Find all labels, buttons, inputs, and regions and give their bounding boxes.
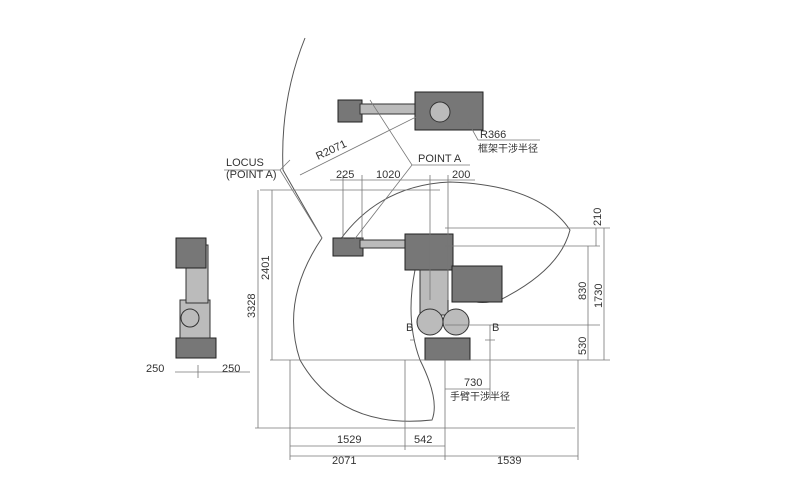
robot-top-view	[337, 91, 484, 131]
locus-label: LOCUS	[226, 157, 264, 169]
dim-225: 225	[336, 169, 354, 181]
point-a-label: POINT A	[418, 153, 462, 165]
arm-radius-label: 手臂干涉半径	[450, 390, 510, 403]
dim-base-lines	[255, 189, 610, 429]
dim-250-left: 250	[146, 363, 164, 375]
dim-top-line	[330, 175, 475, 300]
locus-point-a-label: (POINT A)	[226, 169, 277, 181]
dim-210: 210	[592, 208, 604, 226]
dim-2401: 2401	[260, 256, 272, 280]
dim-730: 730	[464, 377, 482, 389]
dim-bottom-lines	[175, 365, 578, 457]
dim-542: 542	[414, 434, 432, 446]
r366-leader	[467, 121, 540, 141]
dim-1730: 1730	[593, 284, 605, 308]
dim-1529: 1529	[337, 434, 361, 446]
dim-1020: 1020	[376, 169, 400, 181]
dim-3328: 3328	[246, 294, 258, 318]
robot-side-view	[175, 237, 217, 359]
dim-530: 530	[577, 337, 589, 355]
dim-verticals	[257, 190, 605, 460]
frame-radius-label: 框架干涉半径	[478, 142, 538, 155]
dim-200: 200	[452, 169, 470, 181]
r366-label: R366	[480, 129, 506, 141]
point-a-leader	[349, 99, 470, 246]
locus-leader	[224, 159, 323, 239]
dim-830: 830	[577, 282, 589, 300]
dim-250-right: 250	[222, 363, 240, 375]
dim-1539: 1539	[497, 455, 521, 467]
dim-2071: 2071	[332, 455, 356, 467]
r2071-leader	[299, 114, 421, 176]
section-b-left: B	[406, 322, 413, 334]
locus-arc-top	[282, 37, 323, 239]
robot-main-view	[332, 233, 503, 361]
section-b-right: B	[492, 322, 499, 334]
